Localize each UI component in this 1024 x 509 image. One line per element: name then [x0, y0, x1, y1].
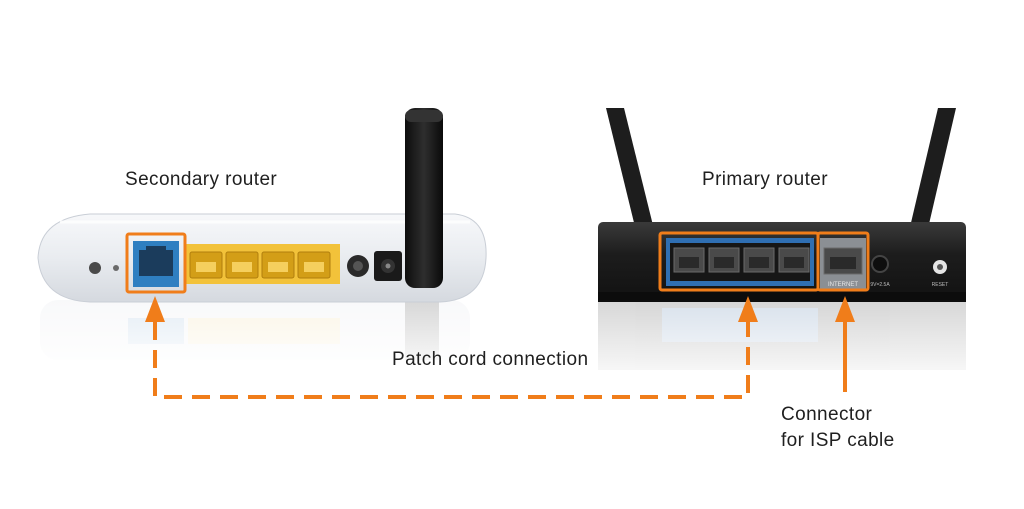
power-jack-icon	[871, 255, 889, 273]
primary-internet-highlight	[816, 231, 870, 292]
primary-router: INTERNET 9V=2.5A RESET	[590, 108, 980, 388]
isp-cable-connector	[835, 296, 855, 392]
reset-label: RESET	[932, 282, 949, 288]
ethernet-port-icon	[139, 246, 173, 276]
isp-connector-label-line1: Connector	[781, 404, 873, 425]
secondary-wan-highlight	[125, 232, 187, 294]
patch-cord-connector	[153, 322, 750, 399]
power-rating-label: 9V=2.5A	[870, 282, 890, 288]
patch-cord-dashed-line	[153, 322, 750, 399]
arrow-up-icon	[835, 296, 855, 322]
secondary-router-label: Secondary router	[125, 169, 278, 190]
arrow-up-icon	[738, 296, 758, 322]
arrow-up-icon	[145, 296, 165, 322]
primary-router-label: Primary router	[702, 169, 828, 190]
isp-connector-label: Connector for ISP cable	[781, 402, 895, 454]
ethernet-port-icon	[823, 247, 863, 275]
led-hole-icon	[89, 262, 101, 274]
antenna-icon	[405, 108, 443, 288]
isp-connector-label-line2: for ISP cable	[781, 430, 895, 451]
patch-cord-label: Patch cord connection	[392, 349, 589, 370]
internet-port-label: INTERNET	[828, 282, 858, 288]
reset-button-icon	[113, 265, 119, 271]
secondary-router	[37, 108, 487, 376]
